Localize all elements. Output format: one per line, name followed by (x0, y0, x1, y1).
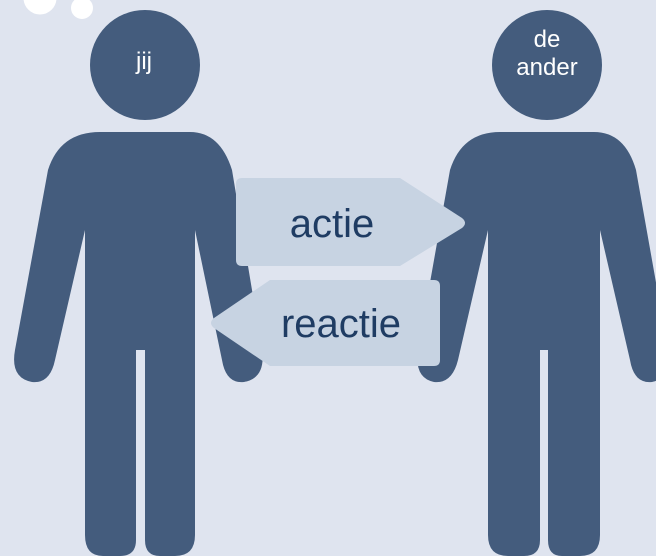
person-left-label: jij (136, 48, 152, 75)
action-arrow-label: actie (289, 202, 375, 246)
person-left-body (14, 132, 263, 556)
reaction-arrow (211, 280, 440, 366)
action-arrow (236, 178, 465, 266)
person-left-head (90, 10, 200, 120)
thought-bubble-icon (20, 0, 93, 19)
person-right-label-line1: de (533, 26, 561, 53)
person-right-head (492, 10, 602, 120)
person-right-body (417, 132, 656, 556)
reaction-arrow-label: reactie (280, 302, 402, 346)
person-right-figure (417, 10, 656, 556)
person-right-label-line2: ander (516, 53, 578, 81)
person-right-label: de ander (498, 26, 596, 81)
person-left-figure (14, 10, 263, 556)
